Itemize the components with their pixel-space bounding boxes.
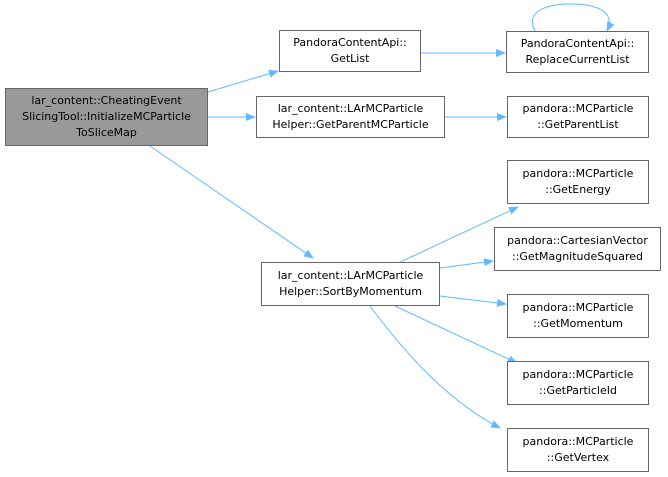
node-label-line: pandora::CartesianVector xyxy=(507,234,648,247)
node-label-line: ReplaceCurrentList xyxy=(525,53,630,66)
edge-sort-by-momentum-to-get-particle-id xyxy=(394,305,518,364)
node-get-list[interactable]: PandoraContentApi:: GetList xyxy=(279,30,421,72)
node-label-line: lar_content::LArMCParticle xyxy=(277,269,424,282)
node-label-line: ::GetMagnitudeSquared xyxy=(511,250,643,263)
node-label-line: lar_content::LArMCParticle xyxy=(277,102,424,115)
node-label-line: GetList xyxy=(330,52,370,65)
node-label-line: lar_content::CheatingEvent xyxy=(31,94,182,107)
edge-sort-by-momentum-to-get-momentum xyxy=(439,295,507,307)
node-label-line: pandora::MCParticle xyxy=(522,167,634,180)
node-get-parent-list[interactable]: pandora::MCParticle ::GetParentList xyxy=(507,96,649,138)
node-label-line: PandoraContentApi:: xyxy=(520,37,635,50)
node-label-line: ToSliceMap xyxy=(76,126,137,139)
node-label-line: pandora::MCParticle xyxy=(522,301,634,314)
edge-sort-by-momentum-to-get-vertex xyxy=(369,305,501,429)
edge-root-to-get-list xyxy=(207,69,279,93)
node-get-parent-mc-particle[interactable]: lar_content::LArMCParticle Helper::GetPa… xyxy=(256,96,445,138)
node-get-momentum[interactable]: pandora::MCParticle ::GetMomentum xyxy=(507,294,649,338)
node-get-vertex[interactable]: pandora::MCParticle ::GetVertex xyxy=(507,428,649,472)
node-label-line: pandora::MCParticle xyxy=(522,368,634,381)
node-label-line: Helper::SortByMomentum xyxy=(279,285,422,298)
node-label-line: ::GetEnergy xyxy=(545,183,611,196)
edge-root-to-sort-by-momentum xyxy=(149,145,314,259)
node-label-line: Helper::GetParentMCParticle xyxy=(272,118,429,131)
node-label-line: PandoraContentApi:: xyxy=(293,36,407,49)
node-label-line: SlicingTool::InitializeMCParticle xyxy=(22,110,191,123)
edge-sort-by-momentum-to-get-energy xyxy=(395,206,519,265)
edge-sort-by-momentum-to-get-magnitude-squared xyxy=(439,258,494,269)
node-label-line: ::GetMomentum xyxy=(533,317,623,330)
node-label-line: pandora::MCParticle xyxy=(522,102,634,115)
node-get-particle-id[interactable]: pandora::MCParticle ::GetParticleId xyxy=(507,361,649,405)
node-label-line: pandora::MCParticle xyxy=(522,435,634,448)
node-label-line: ::GetVertex xyxy=(546,451,610,464)
edge-replace-current-list-self-loop xyxy=(532,3,615,32)
node-label-line: ::GetParticleId xyxy=(539,384,617,397)
node-sort-by-momentum[interactable]: lar_content::LArMCParticle Helper::SortB… xyxy=(261,262,440,306)
node-replace-current-list[interactable]: PandoraContentApi:: ReplaceCurrentList xyxy=(506,31,649,73)
node-get-magnitude-squared[interactable]: pandora::CartesianVector ::GetMagnitudeS… xyxy=(494,227,661,271)
node-get-energy[interactable]: pandora::MCParticle ::GetEnergy xyxy=(507,160,649,204)
node-initialize-mc-particle-to-slice-map[interactable]: lar_content::CheatingEvent SlicingTool::… xyxy=(5,88,208,146)
node-label-line: ::GetParentList xyxy=(537,118,619,131)
